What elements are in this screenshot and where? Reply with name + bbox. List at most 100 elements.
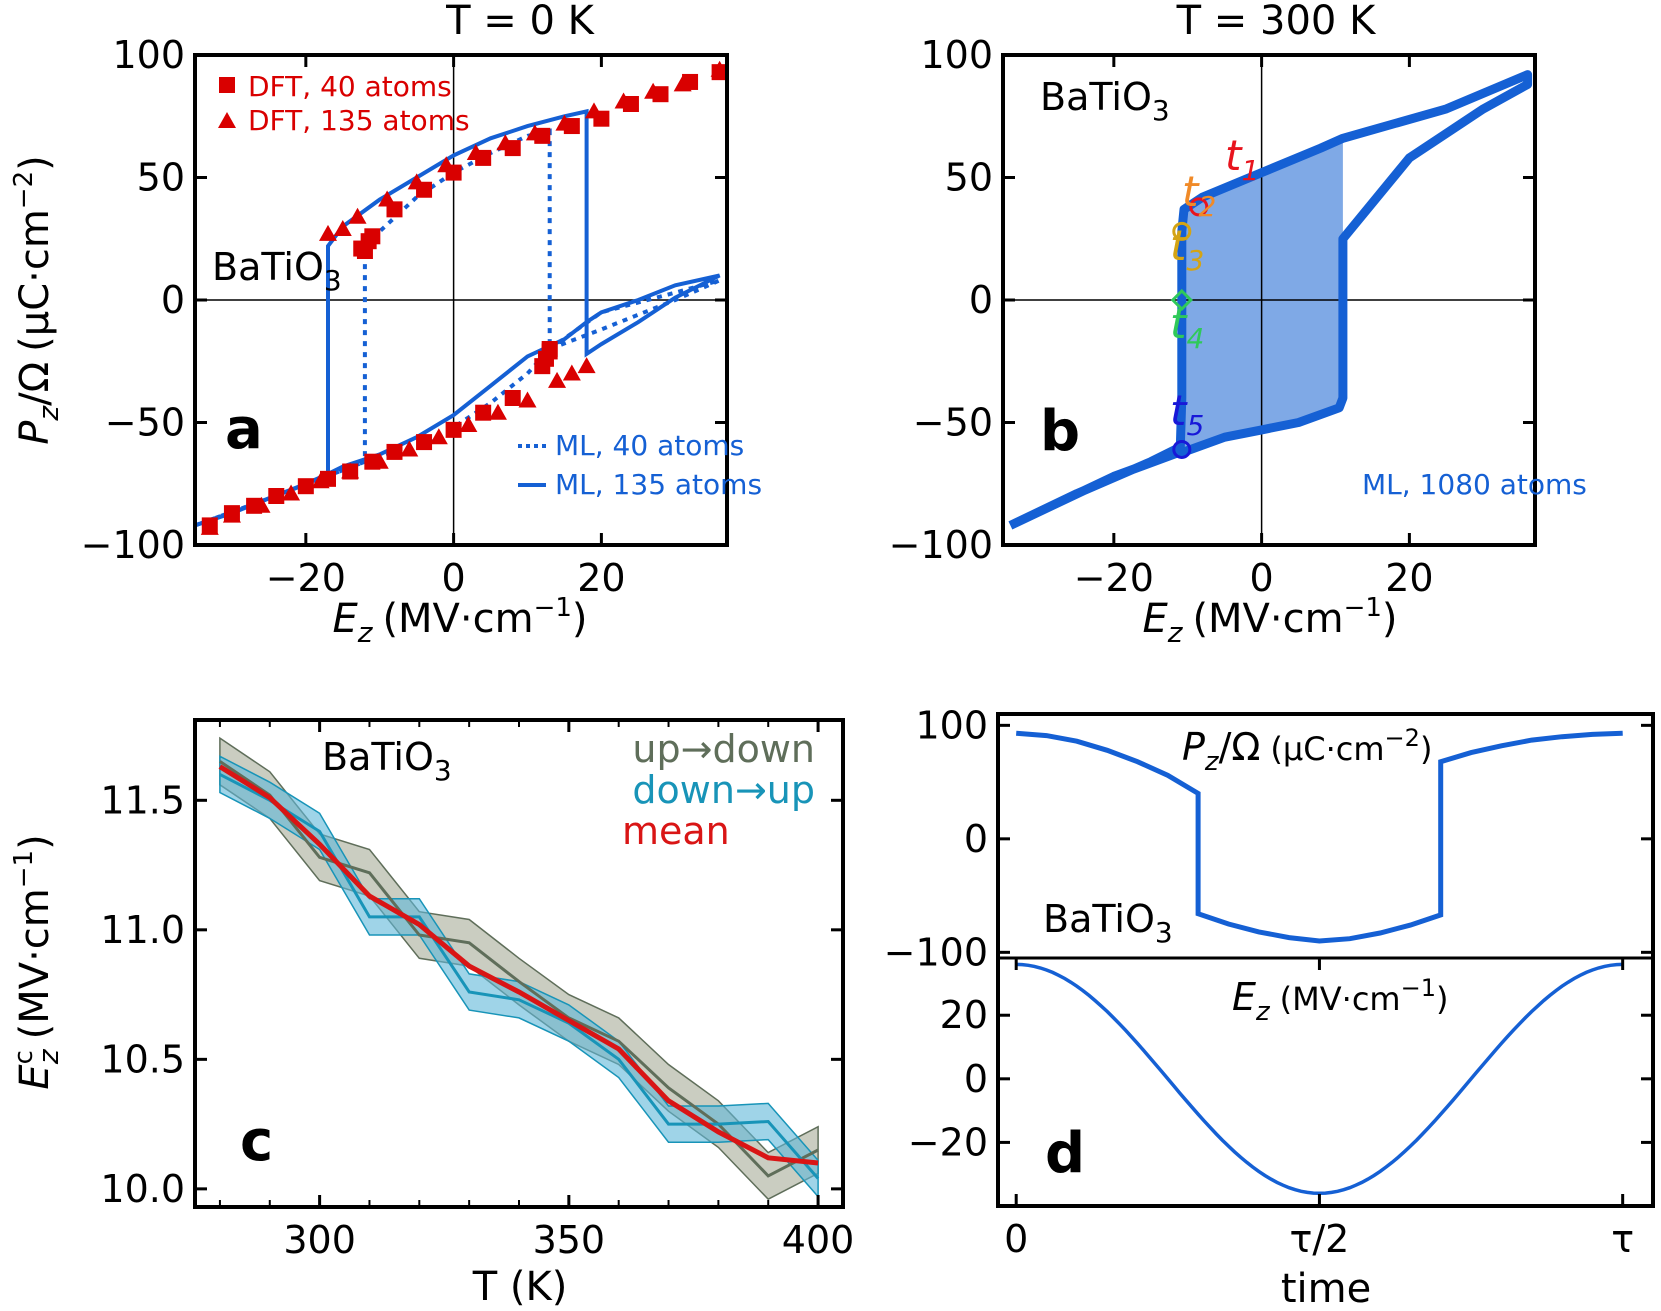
y-tick-label: −100 — [81, 523, 185, 567]
t4-label: t4 — [1170, 299, 1204, 355]
dft-135-point — [200, 518, 219, 535]
y-tick-label: 0 — [161, 278, 185, 322]
t4-marker — [1170, 288, 1193, 312]
panel-b-plot-area — [1003, 55, 1535, 545]
dft-135-point — [555, 114, 574, 131]
legend-mean: mean — [622, 809, 730, 853]
y-tick-label: 0 — [964, 817, 988, 861]
y-tick-label: −100 — [889, 523, 993, 567]
y-tick-label: 20 — [940, 993, 988, 1037]
y-tick-label: 50 — [137, 156, 185, 200]
panel-d-x-label: time — [1281, 1266, 1371, 1311]
dft-135-point — [222, 506, 241, 523]
panel-a-plot-area — [194, 55, 729, 545]
panel-a-letter: a — [225, 397, 263, 462]
y-tick-label: 11.5 — [100, 778, 185, 822]
x-tick-label: 0 — [442, 556, 466, 600]
panel-a-x-label: Ez(MV·cm−1) — [332, 593, 587, 649]
panel-b-title: T = 300 K — [1176, 0, 1377, 44]
t3-marker — [1172, 221, 1192, 241]
legend-triangle-marker — [218, 112, 236, 128]
legend-dft-135: DFT, 135 atoms — [248, 104, 470, 137]
dft-135-point — [341, 462, 360, 479]
x-tick-label: 20 — [577, 556, 625, 600]
y-tick-label: 11.0 — [100, 908, 185, 952]
dft-135-point — [585, 102, 603, 119]
t3-label: t3 — [1170, 221, 1204, 277]
dft-135-point — [577, 357, 596, 374]
y-tick-label: −100 — [884, 930, 988, 974]
x-tick-label: 0 — [1250, 556, 1274, 600]
dft-40-point — [416, 434, 433, 451]
panel-c-material: BaTiO3 — [322, 735, 452, 787]
dft-135-point — [311, 472, 330, 489]
field-vs-time — [1016, 962, 1623, 1196]
panel-d-top-series-label: Pz/Ω(μC·cm−2) — [1182, 724, 1432, 777]
x-tick-label: τ — [1611, 1217, 1634, 1261]
panel-a: T = 0 K −20 0 20 −100 −50 0 50 100 Ez(MV·cm−1)… — [9, 0, 762, 649]
dft-135-point — [407, 173, 426, 190]
panel-d-top-plot-area — [1016, 730, 1623, 944]
panel-a-title: T = 0 K — [445, 0, 596, 44]
dft-40-point — [386, 443, 403, 460]
dft-135-point — [525, 124, 544, 141]
panel-d-top-y-ticks: −100 0 100 — [884, 703, 1653, 974]
dft-40-point — [504, 390, 521, 406]
panel-c-letter: c — [240, 1109, 273, 1174]
series-line-1 — [219, 773, 820, 1180]
dft-135-point — [252, 496, 271, 513]
y-tick-label: 10.5 — [100, 1037, 185, 1081]
dft-135-point — [548, 371, 567, 388]
y-tick-label: −50 — [105, 401, 185, 445]
dft-135-point — [673, 75, 692, 92]
panel-c-y-ticks: 10.0 10.5 11.0 11.5 — [100, 778, 843, 1211]
panel-d-material: BaTiO3 — [1043, 897, 1173, 949]
panel-b-legend: ML, 1080 atoms — [1362, 468, 1587, 501]
panel-a-legend-bottom: ML, 40 atoms ML, 135 atoms — [518, 429, 762, 501]
y-tick-label: 100 — [112, 33, 185, 77]
panel-d-letter: d — [1045, 1121, 1085, 1186]
dft-135-point — [614, 92, 633, 109]
y-tick-label: 100 — [920, 33, 993, 77]
dft-135-point — [378, 190, 397, 207]
y-tick-label: 100 — [915, 703, 988, 747]
dft-135-point — [562, 364, 581, 381]
dft-135-point — [518, 391, 537, 408]
panel-b-x-label: Ez(MV·cm−1) — [1142, 593, 1397, 649]
x-tick-label: 20 — [1385, 556, 1433, 600]
x-tick-label: 0 — [1004, 1217, 1028, 1261]
legend-dft-40: DFT, 40 atoms — [248, 70, 452, 103]
x-tick-label: −20 — [266, 556, 346, 600]
dft-40-point — [364, 228, 381, 245]
dft-40-point — [445, 421, 462, 438]
panel-b-material: BaTiO3 — [1040, 75, 1170, 127]
dft-40-point — [297, 478, 314, 495]
t1-label: t1 — [1225, 131, 1259, 187]
t5-marker — [1172, 439, 1192, 459]
panel-c-legend: up→down down→up mean — [622, 727, 815, 853]
dft-135-point — [488, 403, 507, 420]
panel-a-y-label: Pz/Ω(μC·cm−2) — [9, 155, 65, 444]
x-tick-label: −20 — [1074, 556, 1154, 600]
panel-b-time-labels: t1 t2 t3 t4 t5 — [1170, 131, 1259, 442]
panel-a-material: BaTiO3 — [212, 245, 342, 297]
legend-square-marker — [219, 77, 235, 93]
t2-label: t2 — [1182, 167, 1216, 223]
panel-c-y-label: Ecz(MV·cm−1) — [9, 834, 65, 1089]
panel-a-x-ticks: −20 0 20 — [266, 55, 626, 600]
y-tick-label: 50 — [945, 156, 993, 200]
dft-135-point — [437, 156, 456, 173]
panel-b-letter: b — [1040, 399, 1080, 464]
y-tick-label: 10.0 — [100, 1167, 185, 1211]
panel-d-bottom-series-label: Ez(MV·cm−1) — [1232, 974, 1448, 1027]
ml-1080-loop — [1008, 70, 1533, 530]
t5-label: t5 — [1170, 386, 1204, 442]
y-tick-label: 0 — [969, 278, 993, 322]
dft-135-point — [319, 224, 337, 241]
